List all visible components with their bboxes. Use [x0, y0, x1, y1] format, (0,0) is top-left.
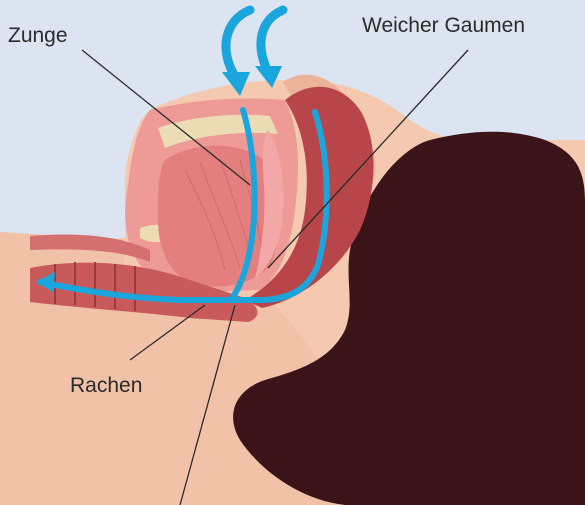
label-pharynx: Rachen — [70, 374, 142, 397]
label-tongue: Zunge — [8, 24, 68, 47]
label-soft-palate: Weicher Gaumen — [362, 14, 525, 37]
